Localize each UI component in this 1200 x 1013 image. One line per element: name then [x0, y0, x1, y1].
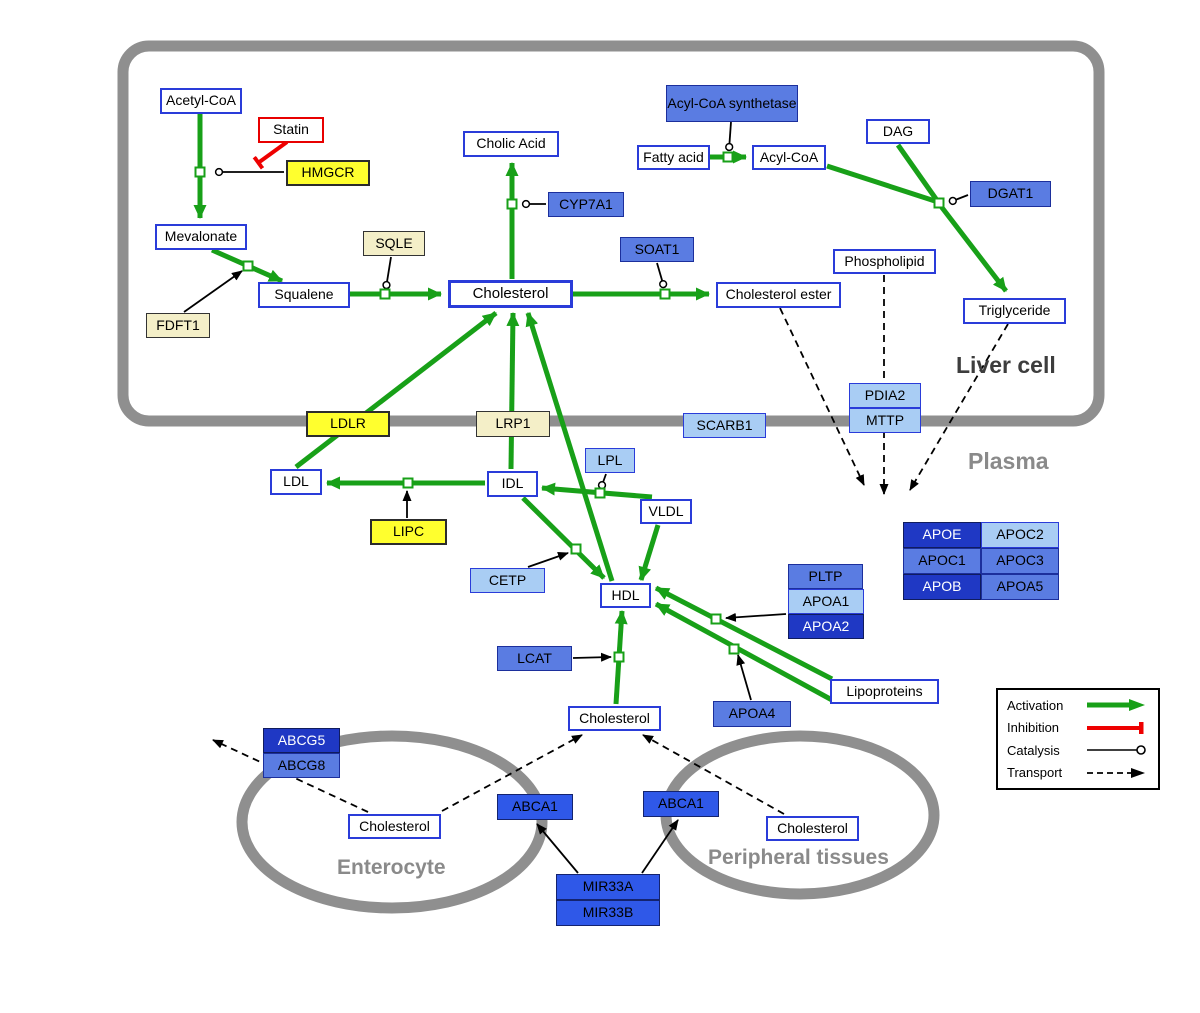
node-apob[interactable]: APOB: [903, 574, 981, 600]
node-ldlr[interactable]: LDLR: [306, 411, 390, 437]
legend-activation-label: Activation: [1007, 697, 1064, 713]
catalysis-circle-icon: [1087, 745, 1146, 756]
catalysis-edges: [183, 121, 969, 874]
node-acyl-coa[interactable]: Acyl-CoA: [752, 145, 826, 170]
node-apoc1[interactable]: APOC1: [903, 548, 981, 574]
activation-edges: [193, 113, 1008, 705]
node-vldl[interactable]: VLDL: [640, 499, 692, 524]
node-abcg5[interactable]: ABCG5: [263, 728, 340, 753]
node-dgat1[interactable]: DGAT1: [970, 181, 1051, 207]
node-lipoproteins[interactable]: Lipoproteins: [830, 679, 939, 704]
legend: Activation Inhibition Catalysis Transpor…: [996, 688, 1160, 790]
node-abca1-enterocyte[interactable]: ABCA1: [497, 794, 573, 820]
node-cholesterol-liver[interactable]: Cholesterol: [448, 280, 573, 308]
node-cholic-acid[interactable]: Cholic Acid: [463, 131, 559, 157]
node-apoa4[interactable]: APOA4: [713, 701, 791, 727]
node-mevalonate[interactable]: Mevalonate: [155, 224, 247, 250]
node-fatty-acid[interactable]: Fatty acid: [637, 145, 710, 170]
reaction-nodes: [194, 151, 945, 663]
node-cholesterol-enterocyte[interactable]: Cholesterol: [348, 814, 441, 839]
node-cholesterol-ester[interactable]: Cholesterol ester: [716, 282, 841, 308]
enterocyte-label: Enterocyte: [337, 856, 446, 879]
node-apoc3[interactable]: APOC3: [981, 548, 1059, 574]
node-cholesterol-peripheral[interactable]: Cholesterol: [766, 816, 859, 841]
node-lipc[interactable]: LIPC: [370, 519, 447, 545]
plasma-label: Plasma: [968, 448, 1049, 474]
node-apoa5[interactable]: APOA5: [981, 574, 1059, 600]
node-acyl-coa-synthetase[interactable]: Acyl-CoA synthetase: [666, 85, 798, 122]
node-cetp[interactable]: CETP: [470, 568, 545, 593]
node-apoc2[interactable]: APOC2: [981, 522, 1059, 548]
node-triglyceride[interactable]: Triglyceride: [963, 298, 1066, 324]
node-idl[interactable]: IDL: [487, 471, 538, 497]
node-scarb1[interactable]: SCARB1: [683, 413, 766, 438]
inhibition-edge: [252, 140, 289, 170]
legend-inhibition-label: Inhibition: [1007, 720, 1060, 736]
liver-cell-membrane: [117, 40, 1105, 427]
node-statin[interactable]: Statin: [258, 117, 324, 143]
node-mir33b[interactable]: MIR33B: [556, 900, 660, 926]
node-lcat[interactable]: LCAT: [497, 646, 572, 671]
legend-transport-label: Transport: [1007, 765, 1063, 781]
legend-catalysis-label: Catalysis: [1007, 742, 1060, 758]
node-pdia2[interactable]: PDIA2: [849, 383, 921, 408]
node-hdl[interactable]: HDL: [600, 583, 651, 608]
node-phospholipid[interactable]: Phospholipid: [833, 249, 936, 274]
node-mir33a[interactable]: MIR33A: [556, 874, 660, 900]
transport-dashed-arrow-icon: [1087, 767, 1145, 778]
node-apoe[interactable]: APOE: [903, 522, 981, 548]
node-squalene[interactable]: Squalene: [258, 282, 350, 308]
enterocyte-membrane: [236, 730, 548, 914]
node-apoa2[interactable]: APOA2: [788, 614, 864, 639]
node-lrp1[interactable]: LRP1: [476, 411, 550, 437]
node-pltp[interactable]: PLTP: [788, 564, 863, 589]
node-sqle[interactable]: SQLE: [363, 231, 425, 256]
inhibition-bar-icon: [1087, 721, 1144, 734]
activation-arrow-icon: [1087, 699, 1145, 711]
node-fdft1[interactable]: FDFT1: [146, 313, 210, 338]
node-abcg8[interactable]: ABCG8: [263, 753, 340, 778]
node-apoa1[interactable]: APOA1: [788, 589, 864, 614]
node-dag[interactable]: DAG: [866, 119, 930, 144]
node-hmgcr[interactable]: HMGCR: [286, 160, 370, 186]
node-soat1[interactable]: SOAT1: [620, 237, 694, 262]
node-lpl[interactable]: LPL: [585, 448, 635, 473]
peripheral-tissues-label: Peripheral tissues: [708, 846, 889, 869]
node-abca1-peripheral[interactable]: ABCA1: [643, 791, 719, 817]
node-cyp7a1[interactable]: CYP7A1: [548, 192, 624, 217]
node-acetyl-coa[interactable]: Acetyl-CoA: [160, 88, 242, 114]
node-mttp[interactable]: MTTP: [849, 408, 921, 433]
liver-cell-label: Liver cell: [956, 352, 1056, 378]
node-ldl[interactable]: LDL: [270, 469, 322, 495]
node-cholesterol-plasma[interactable]: Cholesterol: [568, 706, 661, 731]
